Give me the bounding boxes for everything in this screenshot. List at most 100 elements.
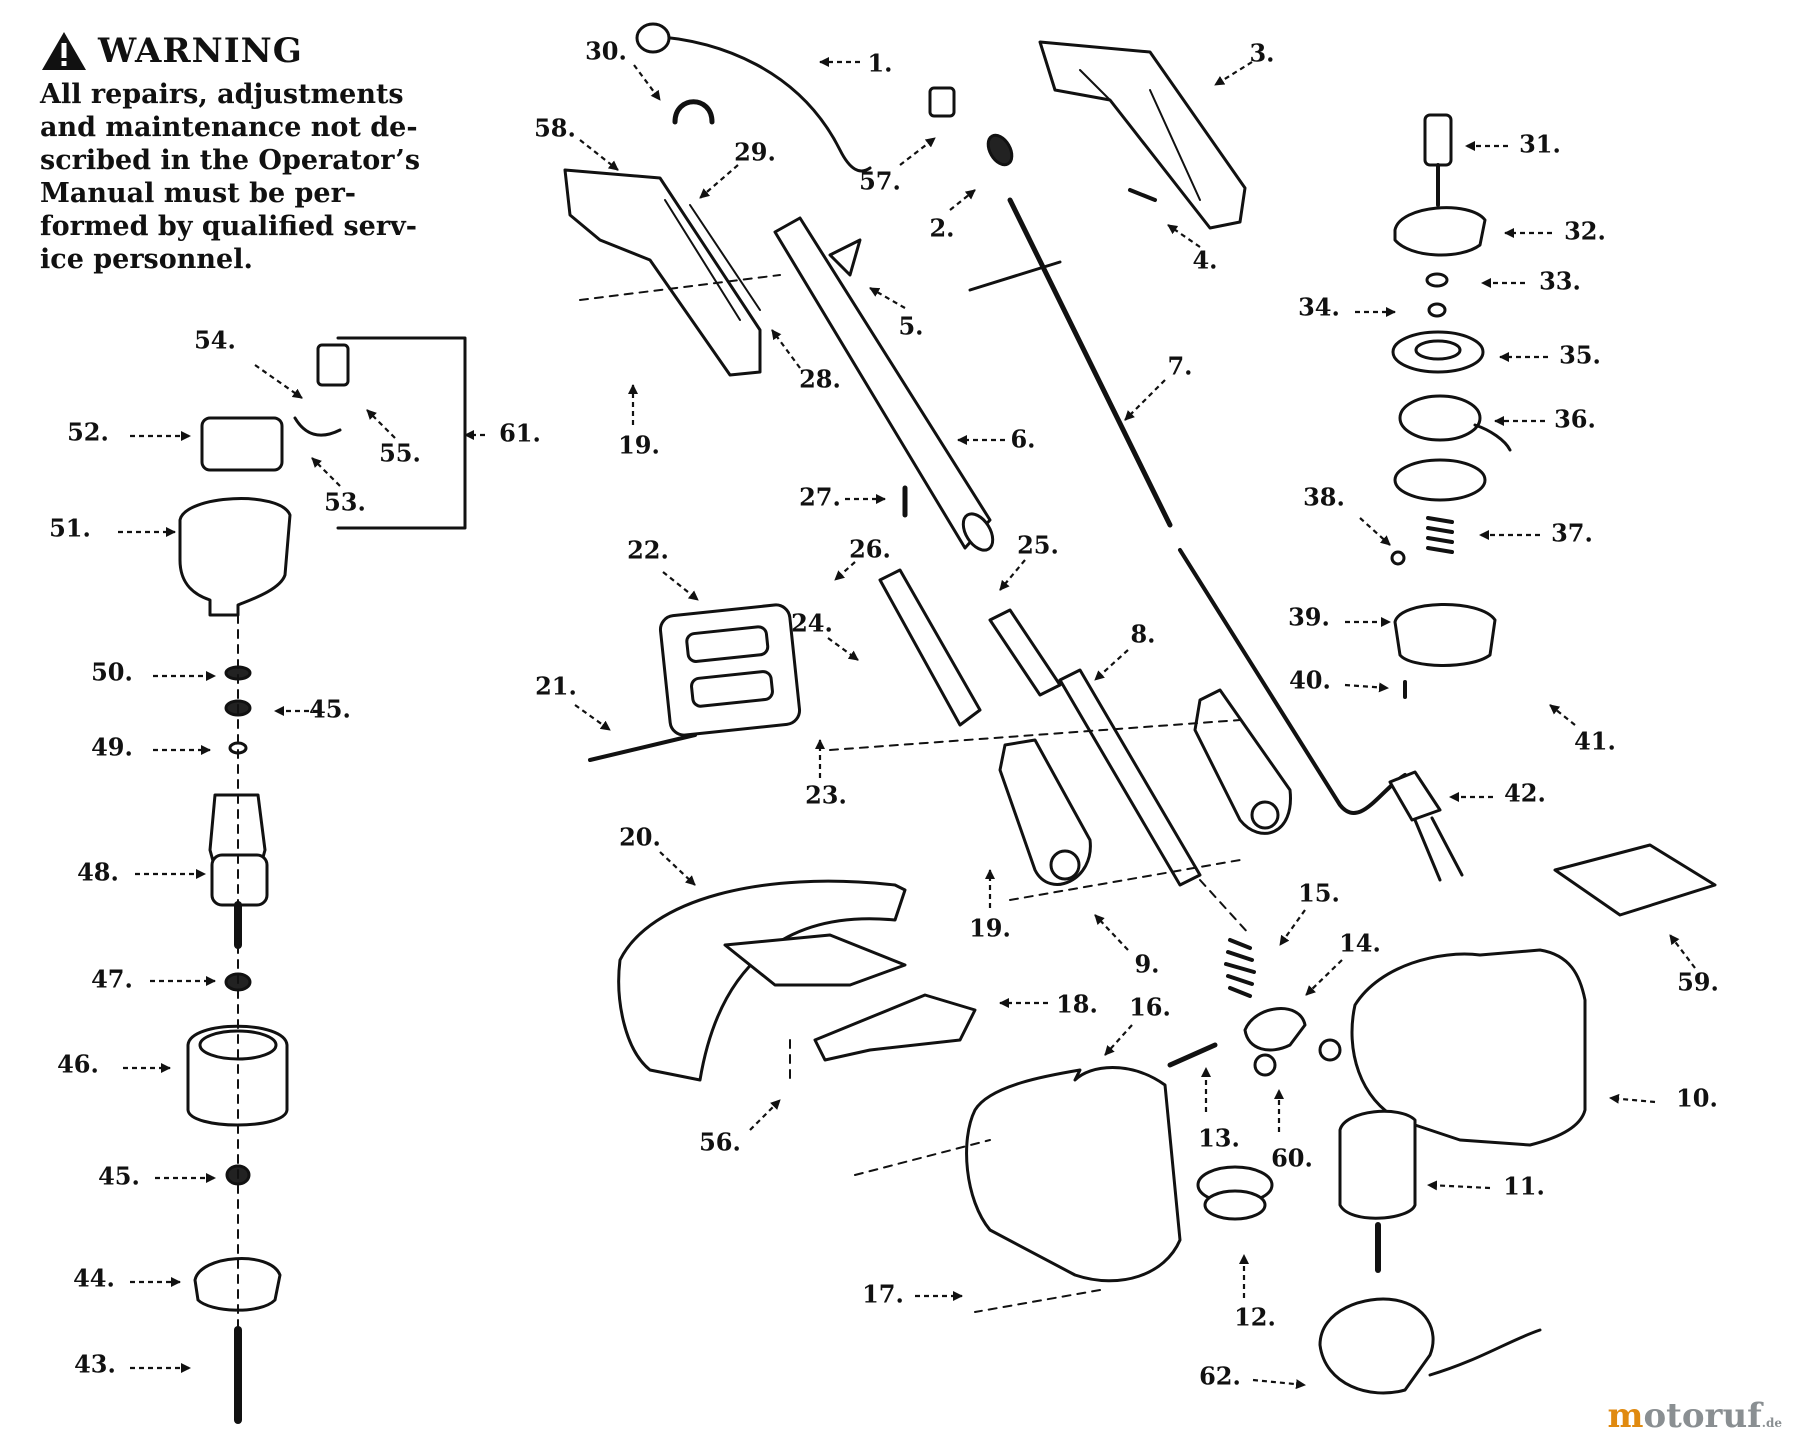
part-number-label: 2. bbox=[929, 214, 954, 243]
clamp-part bbox=[998, 738, 1092, 886]
part-number-label: 17. bbox=[862, 1280, 904, 1309]
part-number-label: 55. bbox=[379, 439, 421, 468]
part-number-label: 51. bbox=[49, 514, 91, 543]
bolt-part bbox=[588, 733, 697, 762]
part-number-label: 19. bbox=[618, 431, 660, 460]
part-number-label: 11. bbox=[1503, 1172, 1545, 1201]
part-number-label: 38. bbox=[1303, 483, 1345, 512]
motor-cover-part bbox=[965, 1066, 1182, 1283]
part-number-label: 25. bbox=[1017, 531, 1059, 560]
callout-arrow bbox=[254, 364, 303, 399]
callout-arrow bbox=[1094, 914, 1129, 951]
callout-arrow bbox=[574, 704, 611, 731]
callout-arrow bbox=[1214, 61, 1253, 86]
brand-name-a: m bbox=[1607, 1396, 1644, 1436]
spool-cap-part bbox=[1393, 603, 1497, 667]
pin-part bbox=[1128, 188, 1157, 202]
stator-part bbox=[186, 1024, 289, 1127]
part-number-label: 41. bbox=[1574, 727, 1616, 756]
callout-arrow bbox=[1124, 379, 1166, 421]
handle-half-part bbox=[1038, 40, 1247, 230]
brand-name-b: otoruf bbox=[1643, 1396, 1762, 1436]
callout-arrow bbox=[949, 189, 976, 211]
callout-arrow bbox=[699, 164, 739, 199]
part-number-label: 14. bbox=[1339, 929, 1381, 958]
callout-arrow bbox=[366, 409, 396, 439]
part-number-label: 53. bbox=[324, 488, 366, 517]
part-number-label: 30. bbox=[585, 37, 627, 66]
part-number-label: 60. bbox=[1271, 1144, 1313, 1173]
part-number-label: 37. bbox=[1551, 519, 1593, 548]
callout-arrow bbox=[834, 561, 856, 581]
lower-tube-part bbox=[878, 568, 982, 727]
bracket-part bbox=[1193, 688, 1292, 835]
part-number-label: 29. bbox=[734, 138, 776, 167]
small-washer-part bbox=[986, 133, 1014, 167]
callout-arrow bbox=[1094, 649, 1129, 681]
warning-text: All repairs, adjustments and maintenance… bbox=[40, 78, 440, 276]
part-number-label: 12. bbox=[1234, 1303, 1276, 1332]
clip-part bbox=[1427, 302, 1447, 318]
connector-part bbox=[200, 416, 284, 472]
part-number-label: 32. bbox=[1564, 217, 1606, 246]
part-number-label: 39. bbox=[1288, 603, 1330, 632]
part-number-label: 27. bbox=[799, 483, 841, 512]
callout-arrow bbox=[579, 139, 619, 171]
warning-line: scribed in the Operator’s bbox=[40, 145, 421, 176]
pin-part bbox=[1167, 1042, 1218, 1068]
callout-arrow bbox=[1669, 934, 1696, 969]
cord-plug-part bbox=[635, 22, 671, 54]
warning-line: All repairs, adjustments bbox=[40, 79, 404, 110]
warning-heading: WARNING bbox=[98, 31, 303, 71]
fan-part bbox=[1393, 206, 1487, 257]
part-number-label: 19. bbox=[969, 914, 1011, 943]
callout-arrow bbox=[827, 637, 859, 661]
part-number-label: 22. bbox=[627, 536, 669, 565]
part-number-label: 16. bbox=[1129, 993, 1171, 1022]
part-number-label: 7. bbox=[1167, 352, 1192, 381]
warning-line: Manual must be per- bbox=[40, 178, 357, 209]
part-number-label: 1. bbox=[867, 49, 892, 78]
ball-part bbox=[1390, 550, 1406, 566]
motor-part bbox=[1338, 1109, 1417, 1220]
part-number-label: 48. bbox=[77, 858, 119, 887]
part-number-label: 42. bbox=[1504, 779, 1546, 808]
end-bell-part bbox=[178, 497, 292, 617]
deflector-part bbox=[813, 993, 977, 1062]
brand-watermark: motoruf.de bbox=[1607, 1396, 1782, 1436]
part-number-label: 24. bbox=[791, 609, 833, 638]
part-number-label: 23. bbox=[805, 781, 847, 810]
end-bell-part bbox=[193, 1257, 282, 1312]
part-number-label: 46. bbox=[57, 1050, 99, 1079]
switch-part bbox=[1388, 770, 1442, 822]
callout-arrow bbox=[659, 851, 696, 886]
spool-part bbox=[1398, 394, 1482, 442]
part-number-label: 8. bbox=[1130, 620, 1155, 649]
part-number-label: 26. bbox=[849, 535, 891, 564]
upper-tube-part bbox=[773, 216, 992, 550]
button-part bbox=[1243, 1007, 1307, 1052]
callout-arrow bbox=[1359, 517, 1391, 546]
terminal-part bbox=[316, 343, 350, 387]
callout-arrow bbox=[1305, 959, 1343, 996]
drive-rod-part bbox=[1007, 197, 1173, 528]
part-number-label: 34. bbox=[1298, 293, 1340, 322]
part-number-label: 47. bbox=[91, 965, 133, 994]
part-number-label: 56. bbox=[699, 1128, 741, 1157]
bolt-part bbox=[1423, 113, 1453, 167]
callout-arrow bbox=[1427, 1180, 1491, 1191]
label-sheet-part bbox=[1553, 843, 1717, 917]
callout-arrow bbox=[1549, 704, 1576, 726]
power-cord-part bbox=[648, 34, 872, 173]
part-number-label: 21. bbox=[535, 672, 577, 701]
callout-arrow bbox=[1279, 909, 1306, 946]
callout-arrow bbox=[311, 457, 341, 487]
callout-arrow bbox=[1344, 682, 1389, 693]
part-number-label: 3. bbox=[1249, 39, 1274, 68]
part-number-label: 9. bbox=[1134, 950, 1159, 979]
callout-arrow bbox=[1167, 224, 1201, 248]
callout-arrow bbox=[899, 137, 936, 166]
part-number-label: 6. bbox=[1010, 425, 1035, 454]
part-number-label: 45. bbox=[98, 1162, 140, 1191]
part-number-label: 45. bbox=[309, 695, 351, 724]
